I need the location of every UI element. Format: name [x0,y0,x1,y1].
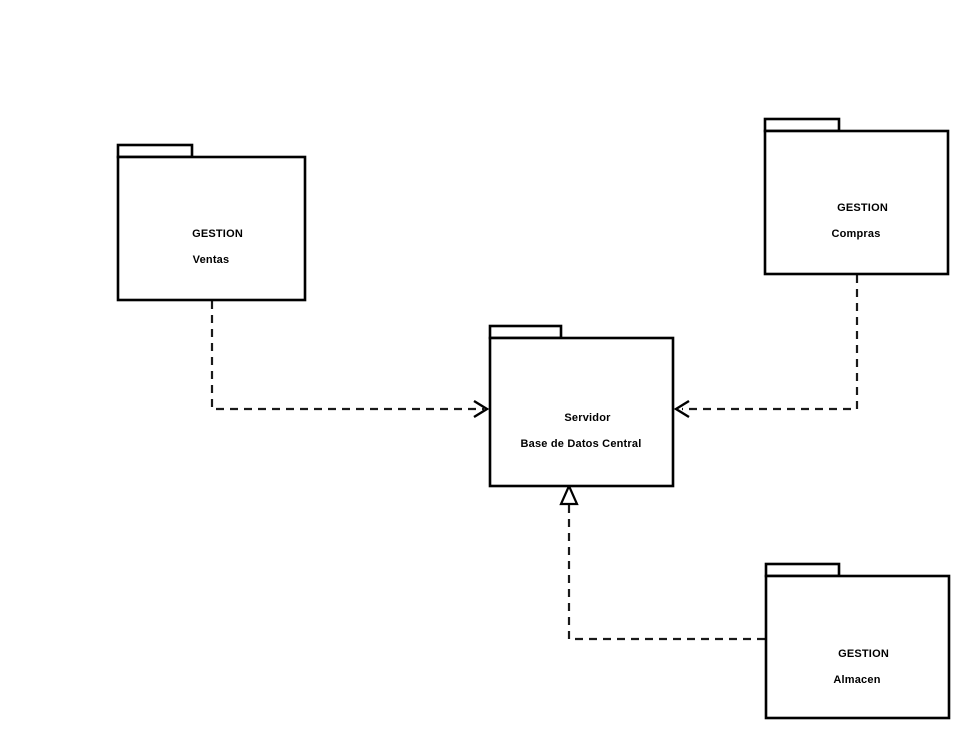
package-tab-shape [764,562,841,578]
connector-ventas-to-servidor[interactable] [210,301,490,419]
arrowhead-open-icon [673,399,690,419]
package-body-shape [764,574,951,720]
node-servidor-base-datos-central[interactable] [488,324,675,488]
node-gestion-ventas[interactable] [116,143,307,302]
arrowhead-open-icon [473,399,490,419]
node-gestion-almacen[interactable] [764,562,951,720]
connector-almacen-to-servidor[interactable] [559,483,765,641]
connector-compras-path [682,275,859,411]
connector-compras-to-servidor[interactable] [673,275,859,419]
package-body-shape [116,155,307,302]
node-gestion-compras[interactable] [763,117,950,276]
connector-ventas-path [210,301,484,411]
package-body-shape [488,336,675,488]
package-tab-shape [116,143,194,159]
arrowhead-hollow-triangle-icon [559,483,579,506]
package-body-shape [763,129,950,276]
package-tab-shape [763,117,841,133]
connector-almacen-path [567,503,765,641]
package-tab-shape [488,324,563,340]
connector-layer [210,275,859,641]
node-layer [116,117,951,720]
